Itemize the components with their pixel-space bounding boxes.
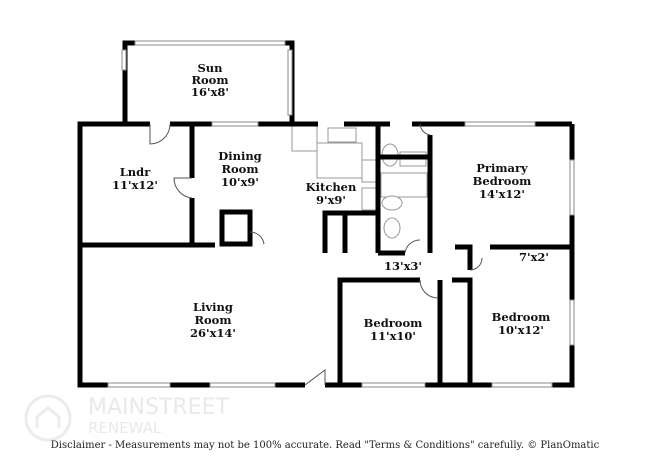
doors xyxy=(149,123,483,386)
hall-size: 13'x3' xyxy=(384,259,422,273)
watermark-line-2: RENEWAL xyxy=(88,419,162,437)
primary-bedroom-label-1: Primary xyxy=(476,161,528,175)
laundry-label: Lndr xyxy=(120,165,151,179)
bedroom-2-size: 10'x12' xyxy=(498,323,544,337)
bedroom-2-label: Bedroom xyxy=(492,310,551,324)
kitchen-size: 9'x9' xyxy=(316,193,346,207)
room-labels: Sun Room 16'x8' Lndr 11'x12' Dining Room… xyxy=(112,61,550,343)
sun-room-label-1: Sun xyxy=(197,61,223,75)
living-room-size: 26'x14' xyxy=(190,326,236,340)
laundry-size: 11'x12' xyxy=(112,178,158,192)
living-room-label-1: Living xyxy=(193,300,233,314)
watermark-line-1: MAINSTREET xyxy=(88,395,229,420)
fixtures xyxy=(291,125,428,239)
primary-bedroom-size: 14'x12' xyxy=(479,187,525,201)
primary-bedroom-label-2: Bedroom xyxy=(473,174,532,188)
dining-room-size: 10'x9' xyxy=(221,175,259,189)
sun-room-label-2: Room xyxy=(191,73,228,87)
bedroom-1-size: 11'x10' xyxy=(370,329,416,343)
kitchen-label: Kitchen xyxy=(306,180,357,194)
walls xyxy=(77,40,575,388)
closet-size: 7'x2' xyxy=(519,250,549,264)
bedroom-1-label: Bedroom xyxy=(364,316,423,330)
disclaimer: Disclaimer - Measurements may not be 100… xyxy=(50,440,600,451)
living-room-label-2: Room xyxy=(194,313,231,327)
dining-room-label-1: Dining xyxy=(218,149,261,163)
dining-room-label-2: Room xyxy=(221,162,258,176)
watermark-logo: MAINSTREET RENEWAL xyxy=(24,394,229,442)
sun-room-size: 16'x8' xyxy=(191,85,229,99)
windows xyxy=(107,40,575,388)
